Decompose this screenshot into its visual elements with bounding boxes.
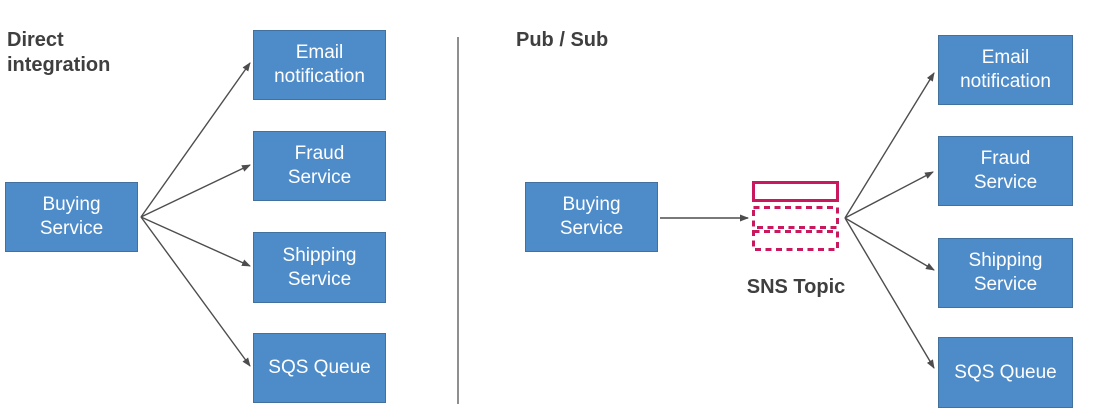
sns-topic-icon-solid-row — [752, 181, 839, 202]
arrow-buying-to-email-left — [140, 62, 251, 218]
sqs-queue-node-left: SQS Queue — [253, 333, 386, 403]
buying-service-node-left: Buying Service — [5, 182, 138, 252]
left-panel-title: Direct integration — [7, 29, 111, 76]
sns-topic-label: SNS Topic — [746, 276, 846, 298]
arrow-buying-to-fraud-left — [140, 164, 251, 218]
fraud-service-node-right: Fraud Service — [938, 136, 1073, 206]
fraud-service-node-left: Fraud Service — [253, 131, 386, 201]
shipping-service-node-right: Shipping Service — [938, 238, 1073, 308]
right-panel-title: Pub / Sub — [516, 29, 609, 51]
left-arrows — [140, 62, 251, 367]
email-notification-node-right: Email notification — [938, 35, 1073, 105]
arrow-sns-to-fraud — [844, 171, 934, 219]
email-notification-node-left: Email notification — [253, 30, 386, 100]
arrow-sns-to-email — [844, 72, 935, 219]
sns-topic-icon-dashed-row-2 — [752, 230, 839, 251]
sns-topic-icon-dashed-row-1 — [752, 206, 839, 229]
sqs-queue-node-right: SQS Queue — [938, 337, 1073, 408]
sns-topic-icon — [752, 181, 839, 251]
arrow-buying-to-sqs-left — [140, 216, 251, 367]
shipping-service-node-left: Shipping Service — [253, 232, 386, 303]
right-arrows — [660, 72, 935, 369]
arrow-sns-to-shipping — [844, 217, 935, 271]
arrow-buying-to-shipping-left — [140, 216, 251, 267]
buying-service-node-right: Buying Service — [525, 182, 658, 252]
